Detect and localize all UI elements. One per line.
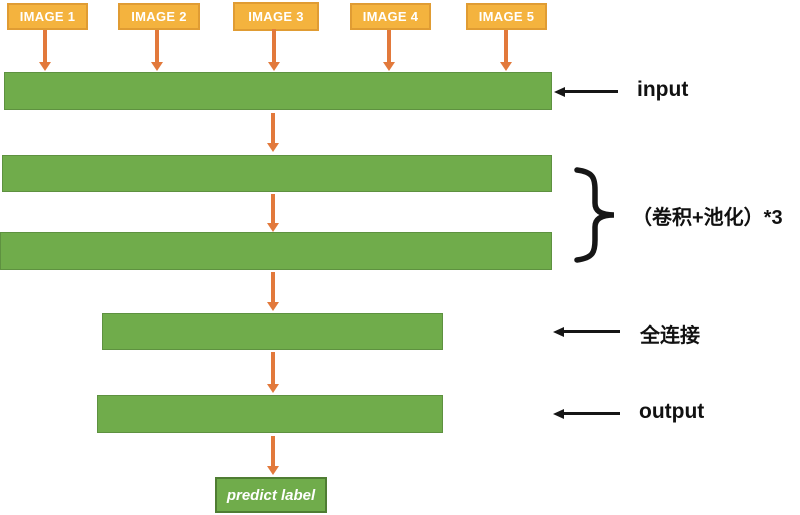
down-arrow-icon bbox=[151, 30, 163, 71]
conv-pool-layer-bar-2 bbox=[0, 232, 552, 270]
output-layer-bar bbox=[97, 395, 443, 433]
down-arrow-icon bbox=[267, 113, 279, 152]
down-arrow-icon bbox=[267, 352, 279, 393]
input-layer-bar bbox=[4, 72, 552, 110]
input-annotation: input bbox=[637, 78, 689, 101]
left-arrow-icon bbox=[554, 86, 618, 97]
down-arrow-icon bbox=[383, 30, 395, 71]
down-arrow-icon bbox=[268, 29, 280, 71]
down-arrow-icon bbox=[267, 436, 279, 475]
output-annotation: output bbox=[639, 400, 705, 423]
image-box-2: IMAGE 2 bbox=[118, 3, 200, 30]
image-box-1: IMAGE 1 bbox=[7, 3, 88, 30]
down-arrow-icon bbox=[267, 272, 279, 311]
image-box-5: IMAGE 5 bbox=[466, 3, 547, 30]
image-box-4: IMAGE 4 bbox=[350, 3, 431, 30]
down-arrow-icon bbox=[39, 30, 51, 71]
down-arrow-icon bbox=[267, 194, 279, 232]
fully-connected-layer-bar bbox=[102, 313, 443, 350]
conv-pool-annotation: （卷积+池化）*3 bbox=[632, 207, 783, 229]
predict-label-box: predict label bbox=[215, 477, 327, 513]
curly-brace-icon bbox=[574, 167, 615, 263]
conv-pool-layer-bar-1 bbox=[2, 155, 552, 192]
down-arrow-icon bbox=[500, 30, 512, 71]
image-box-3: IMAGE 3 bbox=[233, 2, 319, 31]
left-arrow-icon bbox=[553, 326, 620, 337]
fully-connected-annotation: 全连接 bbox=[640, 325, 700, 347]
left-arrow-icon bbox=[553, 408, 620, 419]
